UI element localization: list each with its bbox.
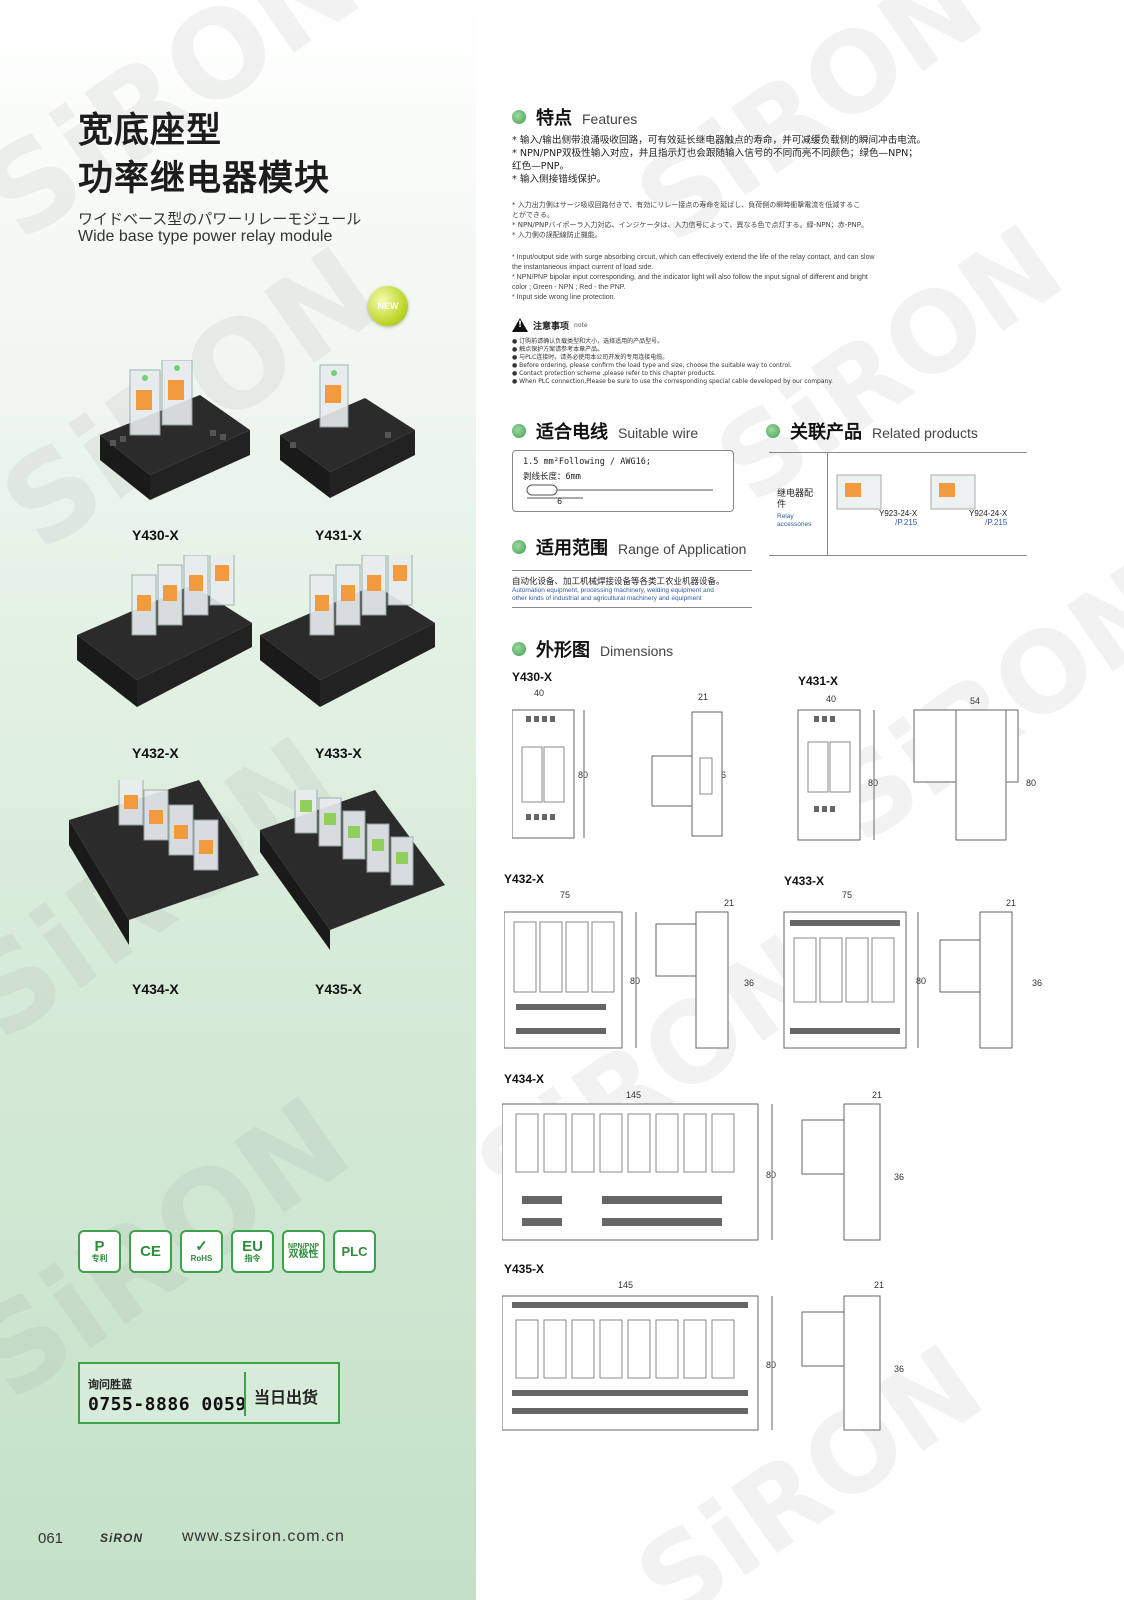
divider [244,1372,246,1416]
same-day-shipping: 当日出货 [254,1388,319,1407]
dimension-drawing [512,709,723,839]
module-image-y435 [255,790,450,955]
related-item[interactable]: Y924-24-X/P.215 [969,509,1008,527]
wire-spec-box: 1.5 mm²Following / AWG16; 剥线长度：6mm 6 [512,450,734,512]
dimensions-heading: 外形图 Dimensions [512,636,673,662]
dimension-model-label: Y433-X [784,874,825,888]
application-heading: 适用范围 Range of Application [512,534,746,560]
module-image-y430 [90,360,260,510]
related-item[interactable]: Y923-24-X/P.215 [879,509,918,527]
plc-icon: PLC [333,1230,376,1273]
dimension-rail: 36 [894,1172,905,1182]
relay-y924-image [930,474,976,510]
dimension-model-label: Y431-X [798,674,839,688]
dimension-width: 40 [826,694,837,704]
dimension-side: 21 [872,1090,883,1100]
related-products-box: 继电器配件 Relay accessories Y923-24-X/P.215 … [769,452,1027,556]
section-bullet-icon [766,424,780,438]
dimension-side: 21 [1006,898,1017,908]
dimension-height: 80 [868,778,879,788]
dimension-width: 145 [626,1090,642,1100]
dimension-width: 145 [618,1280,634,1290]
section-bullet-icon [512,110,526,124]
section-bullet-icon [512,540,526,554]
page-number: 061 [38,1530,64,1547]
website-link: www.szsiron.com.cn [182,1528,345,1545]
dimension-height: 80 [916,976,927,986]
dimension-side: 21 [724,898,735,908]
dimension-drawing [797,709,1019,841]
dimension-drawing [502,1103,881,1241]
module-image-y434 [64,780,264,950]
model-label: Y434-X [132,981,179,997]
dimension-height: 80 [578,770,589,780]
dimension-drawing [502,1295,881,1431]
rohs-icon: ✓RoHS [180,1230,223,1273]
dimension-rail: 36 [744,978,755,988]
right-panel: SiRON SiRON SiRON SiRON SiRON 特点 Feature… [476,0,1124,1600]
dimension-side: 21 [874,1280,885,1290]
model-label: Y432-X [132,745,179,761]
footer-brand-logo: SiRON [100,1531,144,1545]
dimension-drawing [783,911,1013,1049]
features-cn: * 输入/输出侧带浪涌吸收回路，可有效延长继电器触点的寿命，并可减缓负载侧的瞬间… [512,135,927,185]
model-label: Y435-X [315,981,362,997]
application-box: 自动化设备、加工机械焊接设备等各类工农业机器设备。 Automation equ… [512,570,752,608]
dimension-width: 75 [560,890,571,900]
model-label: Y431-X [315,527,362,543]
dimension-drawing [504,911,729,1049]
dimension-model-label: Y430-X [512,670,553,684]
model-label: Y430-X [132,527,179,543]
ce-icon: CE [129,1230,172,1273]
note-list: ● 订购前请确认负载类型和大小，选择适用的产品型号。 ● 触点保护方案请参考本章… [512,338,833,385]
module-image-y432 [72,555,262,720]
wire-heading: 适合电线 Suitable wire [512,418,698,444]
relay-y923-image [836,474,882,510]
left-panel: SiRON SiRON SiRON SiRON 宽底座型 功率继电器模块 ワイド… [0,0,476,1600]
model-label: Y433-X [315,745,362,761]
contact-box: 询问胜蓝 0755-8886 0059 当日出货 [78,1362,340,1424]
dimension-width: 75 [842,890,853,900]
dimension-model-label: Y435-X [504,1262,545,1276]
note-heading: 注意事项 note [512,318,588,332]
dimension-side: 21 [698,692,709,702]
contact-ask: 询问胜蓝 [88,1378,132,1391]
related-heading: 关联产品 Related products [766,418,978,444]
dimension-height: 80 [766,1360,777,1370]
dimension-model-label: Y432-X [504,872,545,886]
title-english: Wide base type power relay module [78,228,333,245]
page-title: 功率继电器模块 [78,159,331,199]
module-image-y433 [255,555,445,720]
new-badge: NEW [368,286,408,326]
dimension-rail: 36 [1032,978,1043,988]
section-bullet-icon [512,642,526,656]
dimension-height: 80 [630,976,641,986]
dimension-side: 54 [970,696,981,706]
warning-icon [512,318,528,332]
dimension-rail: 36 [894,1364,905,1374]
features-en: * Input/output side with surge absorbing… [512,254,875,301]
features-heading: 特点 Features [512,104,637,130]
dimension-model-label: Y434-X [504,1072,545,1086]
module-image-y431 [275,360,425,510]
contact-phone: 0755-8886 0059 [88,1394,247,1415]
dimension-rail: 80 [1026,778,1037,788]
dimension-height: 80 [766,1170,777,1180]
dimension-width: 40 [534,688,545,698]
features-jp: * 入力出力側はサージ吸収回路付きで、有効にリレー接点の寿命を延ばし、負荷側の瞬… [512,201,868,239]
section-bullet-icon [512,424,526,438]
title-japanese: ワイドベース型のパワーリレーモジュール [78,210,362,228]
wire-icon [526,484,713,499]
page-title: 宽底座型 [78,111,223,151]
